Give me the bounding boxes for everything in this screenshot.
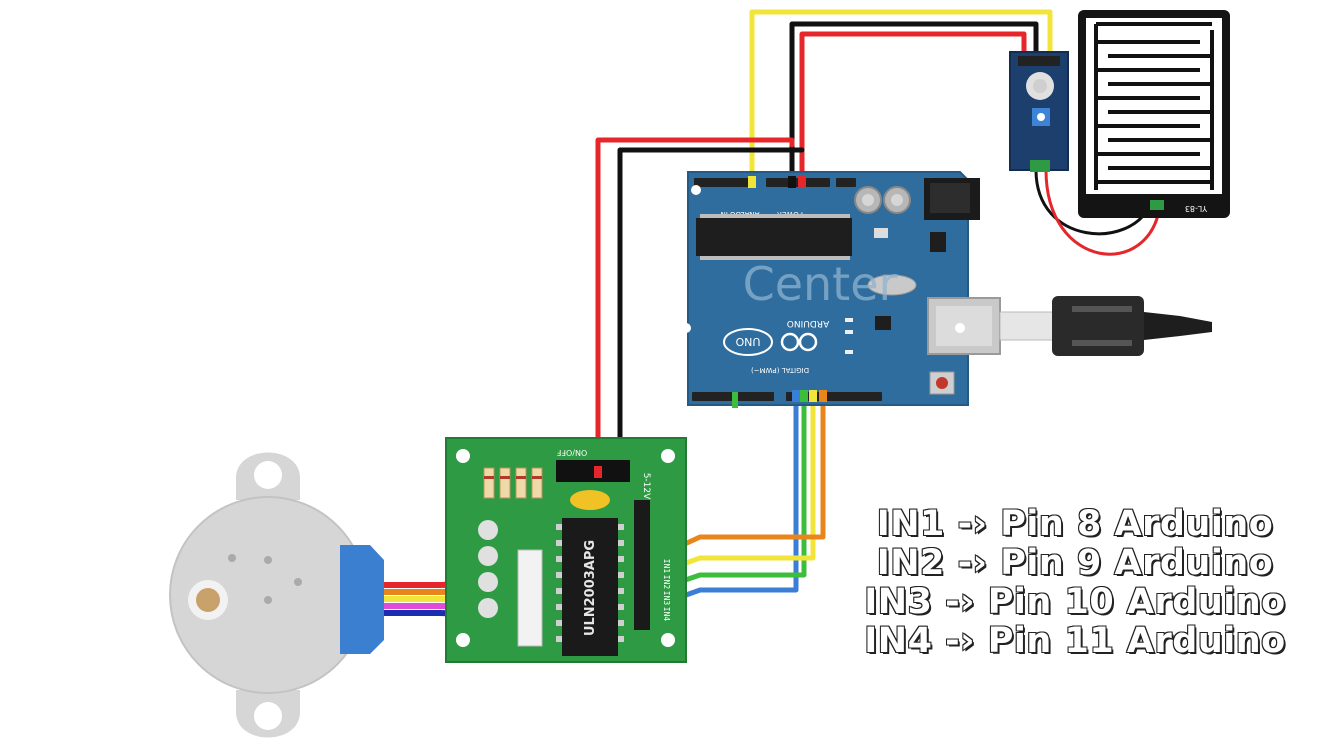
usb-cable: [999, 296, 1212, 356]
atmega-chip: [696, 218, 852, 256]
wire-red-sensor-plate: [1044, 168, 1162, 256]
wire-red-sensor-5v: [799, 31, 1027, 181]
pin-mapping-legend: IN1 -› Pin 8 Arduino IN2 -› Pin 9 Arduin…: [855, 504, 1295, 662]
crystal: [867, 274, 917, 296]
rain-sensor-label: YL-83: [1185, 204, 1208, 213]
rain-sensor-plate: YL-83: [1078, 10, 1230, 218]
watermark-text: Center: [743, 257, 898, 311]
legend-line-in3: IN3 -› Pin 10 Arduino: [863, 582, 1286, 623]
uln2003-chip: [562, 518, 618, 656]
in3-label: IN3: [662, 591, 671, 606]
arduino-logo: UNO ARDUINO: [723, 318, 829, 356]
legend-line-in4: IN4 -› Pin 11 Arduino: [863, 621, 1286, 662]
in4-label: IN4: [662, 607, 671, 622]
wire-black-sensor-plate: [1034, 168, 1152, 236]
voltage-label: 5-12V: [641, 473, 651, 500]
resistor-array: [483, 467, 543, 499]
onoff-label: ON/OFF: [556, 448, 587, 457]
rain-sensor-module: [1009, 51, 1069, 172]
wire-yellow-sensor-a0: [749, 9, 1053, 181]
chip-label: ULN2003APG: [583, 540, 598, 636]
motor-connector: [517, 549, 543, 647]
in2-label: IN2: [662, 575, 671, 590]
arduino-brand-label: ARDUINO: [787, 318, 829, 328]
uno-label: UNO: [735, 335, 760, 348]
wire-black-driver-power: [617, 147, 805, 473]
legend-line-in1: IN1 -› Pin 8 Arduino: [876, 504, 1274, 545]
legend-line-in2: IN2 -› Pin 9 Arduino: [876, 543, 1274, 584]
arduino-uno-board: ANALOG IN POWER Center UNO ARDUINO: [681, 171, 1001, 408]
in1-label: IN1: [662, 559, 671, 574]
wire-black-sensor-gnd: [789, 21, 1039, 181]
arduino-digital-header: [692, 392, 882, 401]
digital-header-label: DIGITAL (PWM~): [751, 366, 809, 374]
wire-red-driver-power: [595, 137, 795, 473]
stepper-motor: [169, 452, 384, 738]
uln2003-driver-board: ON/OFF 5-12V ULN2003APG IN1 IN2 I: [445, 437, 687, 663]
